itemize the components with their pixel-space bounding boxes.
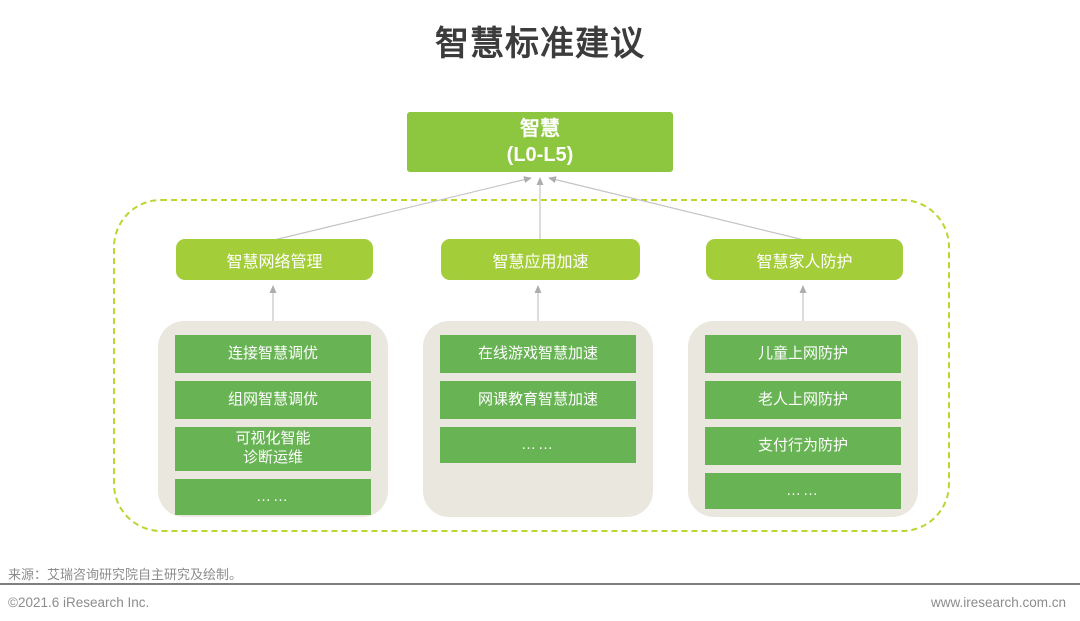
item-node-ellipsis: ……: [705, 473, 901, 509]
footer-website: www.iresearch.com.cn: [930, 595, 1066, 610]
panel-network-items: 连接智慧调优 组网智慧调优 可视化智能 诊断运维 ……: [158, 321, 388, 517]
footer-copyright: ©2021.6 iResearch Inc.: [8, 595, 150, 610]
item-node: 儿童上网防护: [705, 335, 901, 373]
footer-divider: [0, 583, 1080, 585]
item-node: 老人上网防护: [705, 381, 901, 419]
branch-node-family: 智慧家人防护: [706, 239, 903, 280]
branch-node-network: 智慧网络管理: [176, 239, 373, 280]
item-node: 连接智慧调优: [175, 335, 371, 373]
item-node: 支付行为防护: [705, 427, 901, 465]
panel-acceleration-items: 在线游戏智慧加速 网课教育智慧加速 ……: [423, 321, 653, 517]
panel-family-items: 儿童上网防护 老人上网防护 支付行为防护 ……: [688, 321, 918, 517]
item-node: 在线游戏智慧加速: [440, 335, 636, 373]
root-node: 智慧 (L0-L5): [407, 112, 673, 172]
item-node-ellipsis: ……: [175, 479, 371, 515]
item-node: 网课教育智慧加速: [440, 381, 636, 419]
branch-node-acceleration: 智慧应用加速: [441, 239, 640, 280]
page-title: 智慧标准建议: [435, 25, 645, 63]
source-note: 来源：艾瑞咨询研究院自主研究及绘制。: [8, 567, 243, 582]
dashed-boundary: [113, 199, 950, 532]
item-node: 组网智慧调优: [175, 381, 371, 419]
item-node: 可视化智能 诊断运维: [175, 427, 371, 471]
item-node-ellipsis: ……: [440, 427, 636, 463]
